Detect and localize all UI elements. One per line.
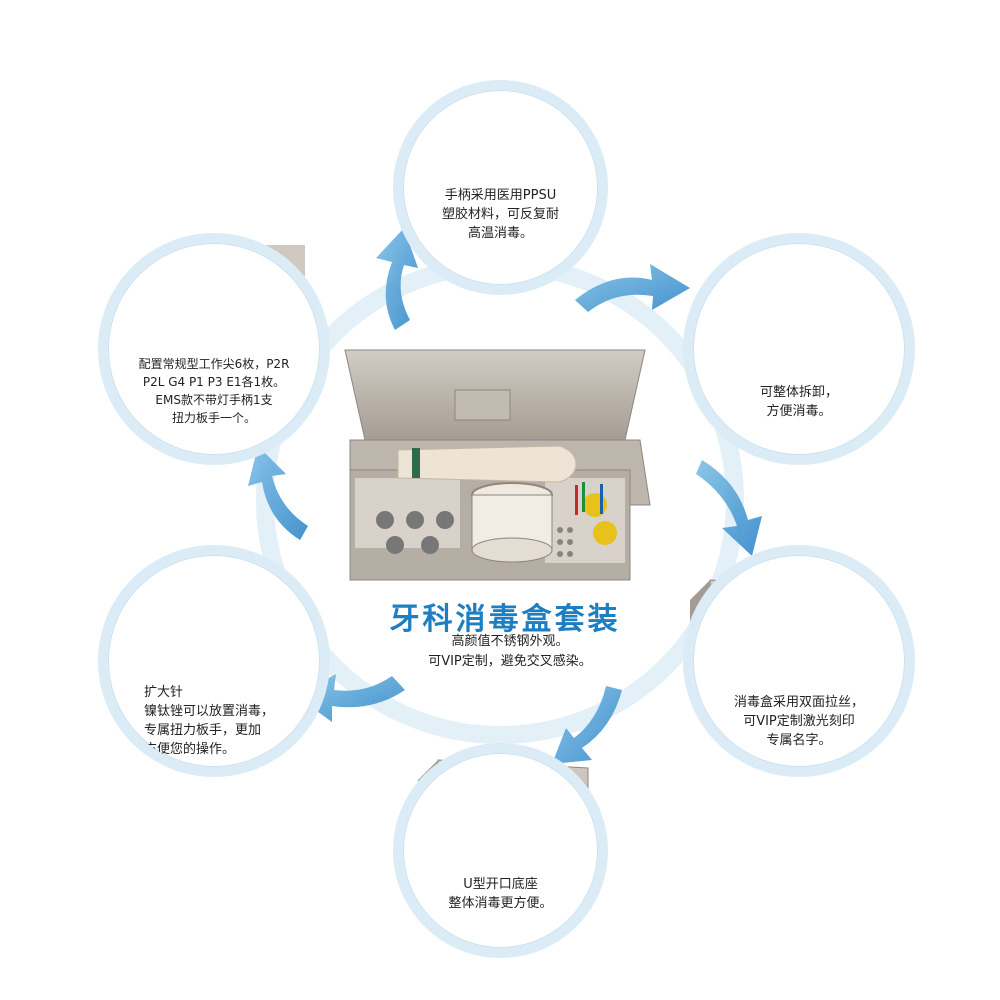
bubble-upper-right-text: 可整体拆卸， 方便消毒。 bbox=[759, 385, 838, 419]
arrow-top-right bbox=[575, 264, 690, 312]
product-subtitle: 高颜值不锈钢外观。 可VIP定制，避免交叉感染。 bbox=[380, 632, 640, 672]
bubble-disassembly: 可整体拆卸， 方便消毒。 bbox=[683, 233, 915, 465]
arrow-top-left bbox=[376, 228, 418, 330]
product-subtitle-line-1: 高颜值不锈钢外观。 bbox=[451, 634, 569, 649]
bubble-engraving: 消毒盒采用双面拉丝， 可VIP定制激光刻印 专属名字。 bbox=[683, 545, 915, 777]
bubble-lower-left-text: 扩大针 镍钛锉可以放置消毒， 专属扭力板手，更加 方便您的操作。 bbox=[144, 685, 275, 757]
arrow-left bbox=[248, 446, 308, 540]
bubble-upper-left-text: 配置常规型工作尖6枚，P2R P2L G4 P1 P3 E1各1枚。 EMS款不… bbox=[138, 357, 290, 425]
bubble-accessories: 配置常规型工作尖6枚，P2R P2L G4 P1 P3 E1各1枚。 EMS款不… bbox=[98, 233, 330, 465]
center-box-image bbox=[344, 349, 651, 581]
bubble-lower-right-text: 消毒盒采用双面拉丝， 可VIP定制激光刻印 专属名字。 bbox=[733, 695, 864, 748]
bubble-handpiece: 手柄采用医用PPSU 塑胶材料，可反复耐 高温消毒。 bbox=[393, 80, 608, 295]
product-title: 牙科消毒盒套装 bbox=[389, 602, 621, 637]
product-subtitle-line-2: 可VIP定制，避免交叉感染。 bbox=[428, 654, 592, 669]
bubble-bottom-text: U型开口底座 整体消毒更方便。 bbox=[448, 877, 553, 911]
bubble-u-base: U型开口底座 整体消毒更方便。 bbox=[393, 743, 608, 958]
arrow-lower-right bbox=[552, 686, 622, 764]
arrow-right bbox=[696, 460, 762, 556]
bubble-files: 扩大针 镍钛锉可以放置消毒， 专属扭力板手，更加 方便您的操作。 bbox=[98, 545, 330, 777]
bubble-top-text: 手柄采用医用PPSU 塑胶材料，可反复耐 高温消毒。 bbox=[441, 188, 559, 241]
